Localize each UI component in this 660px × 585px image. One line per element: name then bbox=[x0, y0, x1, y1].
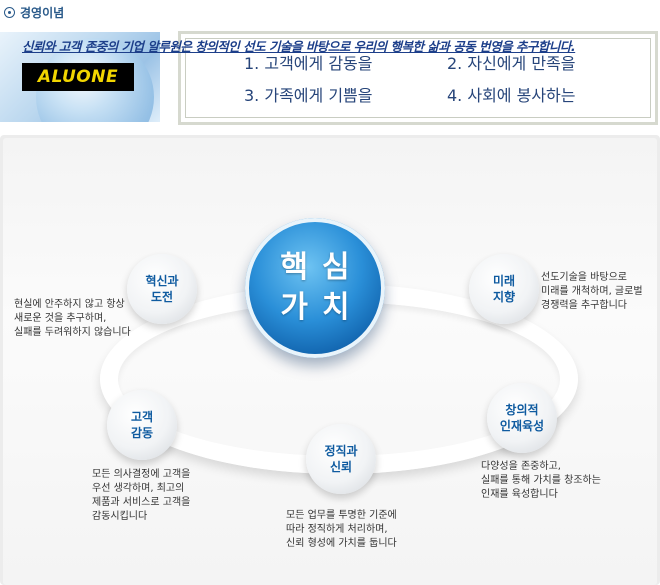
company-logo: ALUONE bbox=[22, 63, 134, 91]
bullet-icon bbox=[4, 7, 15, 18]
value-node-integrity: 정직과 신뢰 bbox=[306, 424, 376, 494]
section-title: 경영이념 bbox=[20, 6, 65, 20]
motto-list: 1. 고객에게 감동을 2. 자신에게 만족을 3. 가족에게 기쁨을 4. 사… bbox=[185, 38, 651, 118]
value-desc-integrity: 모든 업무를 투명한 기준에 따라 정직하게 처리하며, 신뢰 형성에 가치를 … bbox=[286, 510, 397, 549]
value-desc-talent: 다양성을 존중하고, 실패를 통해 가치를 창조하는 인재를 육성합니다 bbox=[481, 461, 601, 500]
section-header: 경영이념 bbox=[4, 4, 64, 21]
value-node-future: 미래 지향 bbox=[469, 254, 539, 324]
core-values-center: 핵심 가치 bbox=[245, 218, 385, 358]
value-desc-customer: 모든 의사결정에 고객을 우선 생각하며, 최고의 제품과 서비스로 고객을 감… bbox=[92, 469, 191, 522]
core-title-line1: 핵심 bbox=[280, 250, 364, 285]
motto-item: 1. 고객에게 감동을 bbox=[244, 54, 373, 73]
value-desc-future: 선도기술을 바탕으로 미래를 개척하며, 글로벌 경쟁력을 추구합니다 bbox=[541, 272, 643, 311]
motto-item: 3. 가족에게 기쁨을 bbox=[244, 86, 373, 105]
logo-banner: ALUONE bbox=[0, 32, 160, 122]
motto-box: 1. 고객에게 감동을 2. 자신에게 만족을 3. 가족에게 기쁨을 4. 사… bbox=[178, 31, 658, 125]
core-title-line2: 가치 bbox=[280, 290, 364, 325]
value-node-innovation: 혁신과 도전 bbox=[127, 254, 197, 324]
motto-item: 4. 사회에 봉사하는 bbox=[447, 86, 576, 105]
vision-headline: 신뢰와 고객 존중의 기업 알루원은 창의적인 선도 기술을 바탕으로 우리의 … bbox=[22, 39, 576, 54]
value-desc-innovation: 현실에 안주하지 않고 항상 새로운 것을 추구하며, 실패를 두려워하지 않습… bbox=[14, 299, 131, 338]
value-node-talent: 창의적 인재육성 bbox=[487, 383, 557, 453]
motto-item: 2. 자신에게 만족을 bbox=[447, 54, 576, 73]
value-node-customer: 고객 감동 bbox=[107, 390, 177, 460]
